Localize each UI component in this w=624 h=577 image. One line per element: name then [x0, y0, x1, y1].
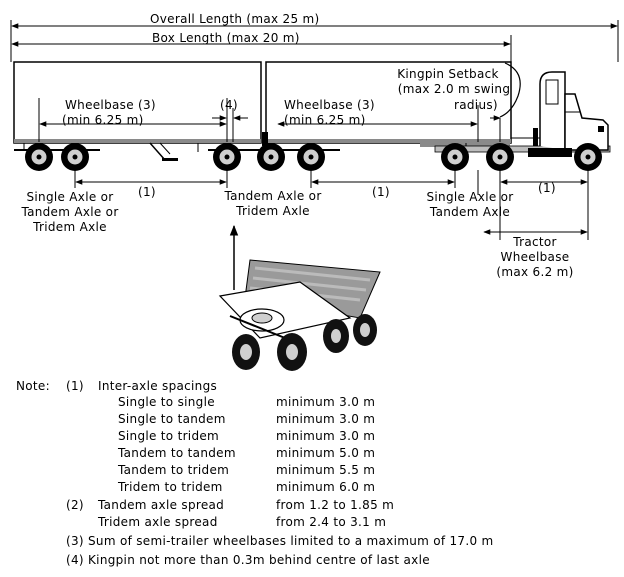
- spacing-name: Single to single: [118, 395, 215, 409]
- tractor-wheelbase-label: Wheelbase: [500, 250, 570, 264]
- overall-length-label: Overall Length (max 25 m): [150, 12, 320, 26]
- second-trailer: [208, 61, 512, 152]
- inter-axle-ref: (1): [138, 185, 156, 199]
- note-4: (4) Kingpin not more than 0.3m behind ce…: [66, 553, 430, 567]
- overall-length-dimension: [10, 20, 619, 62]
- spacing-name: Tandem to tridem: [118, 463, 230, 477]
- wheelbase-right-min: (min 6.25 m): [284, 113, 366, 127]
- kingpin-note-ref: (4): [220, 98, 238, 112]
- kingpin-setback-max: (max 2.0 m swing: [397, 82, 511, 96]
- spacing-name: Single to tridem: [118, 429, 220, 443]
- spacing-value: minimum 6.0 m: [276, 480, 376, 494]
- axle-label-left: Single Axle or: [26, 190, 114, 204]
- spacing-value: minimum 3.0 m: [276, 429, 376, 443]
- spacing-value: minimum 3.0 m: [276, 395, 376, 409]
- wheel: [213, 143, 241, 171]
- tractor-wheelbase-max: (max 6.2 m): [496, 265, 574, 279]
- spacing-value: minimum 5.0 m: [276, 446, 376, 460]
- inter-axle-spacings: [74, 170, 589, 240]
- axle-label-right: Single Axle or: [426, 190, 514, 204]
- axle-label-middle: Tridem Axle: [236, 204, 310, 218]
- wheel: [257, 143, 285, 171]
- spread-value: from 1.2 to 1.85 m: [276, 498, 395, 512]
- kingpin-setback-radius: radius): [454, 98, 498, 112]
- spacing-value: minimum 3.0 m: [276, 412, 376, 426]
- wheelbase-dimensions: [38, 98, 501, 142]
- spacing-name: Single to tandem: [118, 412, 226, 426]
- note-1-title: Inter-axle spacings: [98, 379, 218, 393]
- wheel: [486, 143, 514, 171]
- notes-heading: Note:: [16, 379, 50, 393]
- note-3: (3) Sum of semi-trailer wheelbases limit…: [66, 534, 494, 548]
- spacing-name: Tridem to tridem: [118, 480, 223, 494]
- tractor-wheelbase-label: Tractor: [513, 235, 557, 249]
- wheel: [25, 143, 53, 171]
- wheel: [441, 143, 469, 171]
- spread-name: Tandem axle spread: [98, 498, 225, 512]
- box-length-dimension: [11, 35, 512, 62]
- axle-label-left: Tandem Axle or: [21, 205, 119, 219]
- inter-axle-ref: (1): [372, 185, 390, 199]
- wheel: [297, 143, 325, 171]
- spacing-name: Tandem to tandem: [118, 446, 236, 460]
- dolly-detail-illustration: [218, 259, 381, 371]
- wheelbase-left-min: (min 6.25 m): [62, 113, 144, 127]
- kingpin-swing-arc: [499, 62, 521, 118]
- axle-label-middle: Tandem Axle or: [224, 189, 322, 203]
- kingpin-setback-label: Kingpin Setback: [397, 67, 499, 81]
- box-length-label: Box Length (max 20 m): [152, 31, 300, 45]
- spacing-value: minimum 5.5 m: [276, 463, 376, 477]
- note-1-label: (1): [66, 379, 84, 393]
- inter-axle-ref: (1): [538, 181, 556, 195]
- wheelbase-left-label: Wheelbase (3): [65, 98, 156, 112]
- note-2-label: (2): [66, 498, 84, 512]
- wheel: [574, 143, 602, 171]
- lead-trailer: [13, 61, 262, 161]
- tractor: [434, 71, 611, 157]
- wheelbase-right-label: Wheelbase (3): [284, 98, 375, 112]
- spread-value: from 2.4 to 3.1 m: [276, 515, 387, 529]
- spread-name: Tridem axle spread: [98, 515, 218, 529]
- axle-label-left: Tridem Axle: [33, 220, 107, 234]
- axle-label-right: Tandem Axle: [429, 205, 511, 219]
- wheel-axles: [25, 143, 602, 171]
- wheel: [61, 143, 89, 171]
